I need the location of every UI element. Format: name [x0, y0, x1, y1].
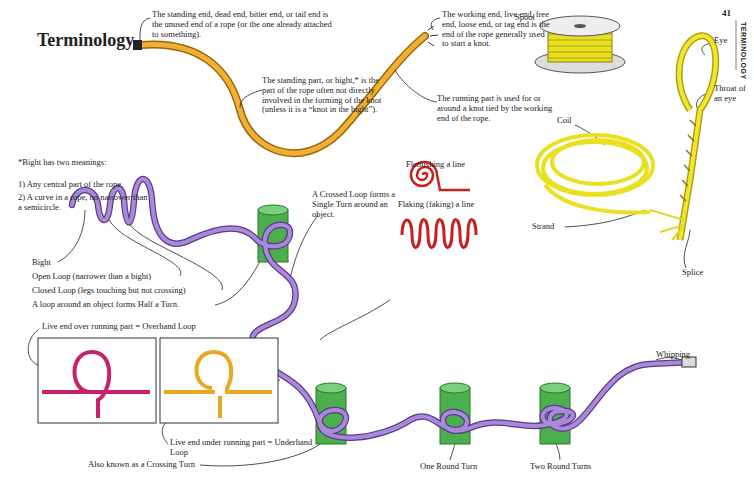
post-top — [540, 383, 570, 393]
tab-rule — [736, 20, 737, 70]
post-top — [258, 205, 288, 215]
leader — [684, 230, 690, 268]
spool-hole — [574, 24, 586, 28]
callout-label: Flemishing a line — [406, 160, 465, 170]
gap — [215, 388, 225, 396]
callout-label: A loop around an object forms Half a Tur… — [32, 300, 179, 310]
callout-label: Two Round Turns — [530, 462, 591, 472]
callout-label: Splice — [682, 268, 703, 278]
rope-body — [140, 36, 425, 153]
post-top — [316, 383, 346, 393]
leader — [162, 420, 170, 444]
loop-panels — [38, 338, 278, 423]
callout-label: 2) A curve in a rope, no narrower than a… — [18, 193, 148, 213]
splice-tucks — [680, 120, 696, 201]
eye-outline — [679, 36, 716, 240]
callout-label: The standing end, dead end, bitter end, … — [152, 10, 332, 39]
rope-end-cap — [133, 40, 142, 50]
rope-outline — [140, 36, 425, 153]
overhand-loop — [75, 352, 110, 418]
leader — [395, 70, 437, 102]
coil-tail — [545, 185, 650, 213]
callout-label: TERMINOLOGY — [739, 22, 747, 80]
callout-label: The standing part, or bight,* is the par… — [262, 76, 387, 115]
callout-label: Spool — [515, 13, 535, 23]
eye-splice — [650, 36, 716, 240]
callout-label: *Bight has two meanings: — [18, 158, 168, 168]
callout-label: Live end over running part = Overhand Lo… — [42, 322, 242, 332]
leader — [431, 18, 440, 30]
leader — [28, 330, 38, 365]
diagram-title: Terminology — [37, 30, 134, 51]
callout-label: The running part is used for or around a… — [437, 94, 559, 123]
leader — [140, 18, 150, 40]
callout-label: One Round Turn — [420, 462, 477, 472]
callout-label: Eye — [714, 36, 727, 46]
callout-label: Throat of an eye — [714, 84, 750, 104]
leader — [215, 258, 262, 305]
spool-lines — [548, 34, 612, 58]
spool-top — [540, 16, 620, 36]
frayed-end — [428, 26, 438, 46]
flake-zigzag — [402, 220, 476, 248]
callout-label: Closed Loop (legs touching but not cross… — [32, 286, 185, 296]
callout-label: Bight — [32, 258, 51, 268]
leader-lines — [28, 18, 712, 466]
coil-ring — [537, 135, 653, 195]
leader — [240, 90, 262, 108]
posts — [258, 205, 570, 444]
post-top — [440, 383, 470, 393]
strands — [650, 210, 684, 240]
leader — [290, 215, 318, 278]
callout-label: 41 — [722, 8, 731, 18]
coil-ring — [552, 140, 644, 184]
underhand-loop — [197, 352, 232, 418]
callout-label: Live end under running part = Underhand … — [170, 438, 315, 458]
running-part-over — [164, 390, 272, 394]
eye-rope — [679, 36, 716, 240]
flaked-line — [402, 220, 476, 248]
callout-label: Strand — [532, 222, 554, 232]
running-part — [42, 390, 150, 394]
callout-label: A Crossed Loop forms a Single Turn aroun… — [312, 190, 404, 219]
callout-label: Flaking (faking) a line — [398, 200, 474, 210]
callout-label: Open Loop (narrower than a bight) — [32, 272, 151, 282]
panel — [38, 338, 156, 423]
leader — [320, 300, 390, 340]
callout-label: Whipping — [656, 350, 690, 360]
orange-rope — [133, 26, 438, 153]
callout-label: Coil — [557, 116, 572, 126]
callout-label: 1) Any central part of the rope. — [18, 180, 168, 190]
callout-label: Also known as a Crossing Turn — [88, 460, 195, 470]
leader — [58, 210, 85, 262]
coil — [537, 135, 653, 213]
panel — [160, 338, 278, 423]
